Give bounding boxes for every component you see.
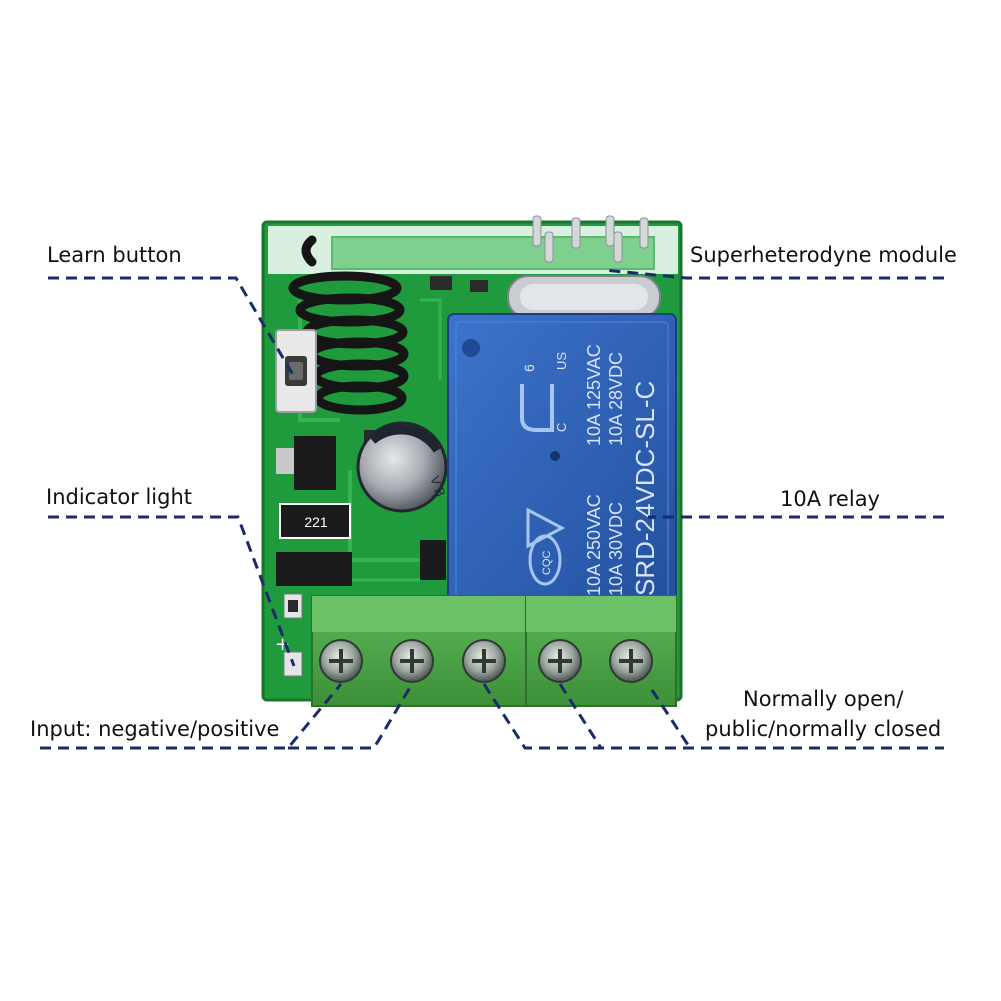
leader-line-output-3 [650, 689, 692, 749]
label-learn-button: Learn button [47, 243, 182, 267]
leader-line-indicator-light [48, 515, 296, 667]
electrolytic-capacitor [356, 421, 448, 513]
terminal-screw-normally-closed[interactable] [609, 639, 653, 683]
relay-rating-dc-2: 10A 28VDC [606, 352, 626, 446]
terminal-screw-common[interactable] [538, 639, 582, 683]
relay-rating-ac-2: 10A 125VAC [584, 344, 604, 446]
relay-rating-ac-1: 10A 250VAC [584, 494, 604, 596]
label-input-terminals: Input: negative/positive [30, 717, 280, 741]
leader-line-learn-button [48, 276, 298, 381]
leader-line-superheterodyne [603, 268, 944, 280]
leader-line-output-1 [482, 683, 944, 750]
header-pins [532, 215, 649, 263]
leader-line-input-negative [40, 683, 343, 750]
label-relay: 10A relay [780, 487, 880, 511]
label-indicator-light: Indicator light [46, 485, 193, 509]
label-output-terminals-line2: public/normally closed [705, 717, 942, 741]
smd-components [276, 430, 446, 586]
label-output-terminals-line1: Normally open/ [743, 687, 904, 711]
indicator-light [283, 593, 303, 677]
terminal-screw-negative[interactable] [319, 639, 363, 683]
relay-model: SRD-24VDC-SL-C [630, 381, 660, 596]
relay-rating-dc-1: 10A 30VDC [606, 502, 626, 596]
learn-button[interactable] [275, 329, 317, 413]
crystal-oscillator [507, 275, 661, 319]
superheterodyne-module [268, 226, 678, 292]
terminal-screw-normally-open[interactable] [462, 639, 506, 683]
leader-line-output-2 [558, 683, 603, 749]
capacitor-marking: V B [427, 474, 448, 499]
leader-line-input-positive [288, 683, 414, 750]
relay-cert-number: 6 [521, 364, 537, 372]
label-superheterodyne-module: Superheterodyne module [690, 243, 957, 267]
relay-cert-c: C [554, 423, 569, 432]
resistor-code: 221 [304, 514, 328, 530]
relay-cqc: CQC [541, 551, 553, 576]
terminal-screw-positive[interactable] [390, 639, 434, 683]
relay-cert-us: US [554, 352, 569, 370]
relay [447, 313, 677, 607]
